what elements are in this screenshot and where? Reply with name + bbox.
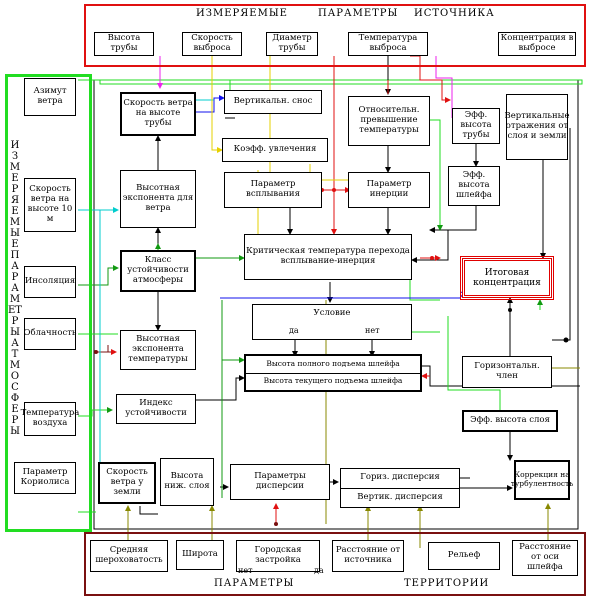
atmosphere-vertical-caption: ИЗМЕРЯЕМЫЕ ПАРАМЕТРЫ АТМОСФЕРЫ xyxy=(8,140,24,437)
urban-yes-label: да xyxy=(314,566,324,575)
territory-caption-params: ПАРАМЕТРЫ xyxy=(214,578,295,589)
relative-excess-temp-box: Относительн. превышение температуры xyxy=(348,96,430,146)
condition-no-label: нет xyxy=(365,326,380,335)
roughness-box: Средняя шероховатость xyxy=(90,540,168,572)
stability-class-box: Класс устойчивости атмосферы xyxy=(120,250,196,292)
wind-at-stack-box: Скорость ветра на высоте трубы xyxy=(120,92,196,136)
air-temp-box: Температура воздуха xyxy=(21,402,79,436)
horizontal-terms-box: Горизонтальн. член xyxy=(462,356,552,388)
source-caption-params: ПАРАМЕТРЫ xyxy=(318,8,399,19)
dispersion-box: Гориз. дисперсия Вертик. дисперсия xyxy=(340,468,460,508)
critical-temp-box: Критическая температура перехода всплыва… xyxy=(244,234,412,280)
distance-from-source-box: Расстояние от источника xyxy=(332,540,404,572)
wind-at-ground-box: Скорость ветра у земли xyxy=(98,462,156,504)
emission-conc-box: Концентрация в выбросе xyxy=(498,32,576,56)
latitude-box: Широта xyxy=(176,540,224,570)
buoyancy-param-box: Параметр всплывания xyxy=(224,172,322,208)
condition-yes-label: да xyxy=(289,326,299,335)
territory-params-frame xyxy=(84,532,586,596)
distance-from-axis-box: Расстояние от оси шлейфа xyxy=(512,540,578,576)
eff-plume-height-box: Эфф. высота шлейфа xyxy=(448,166,500,206)
wind-speed-10m-box: Скорость ветра на высоте 10 м xyxy=(24,178,76,232)
eff-layer-height-box: Эфф. высота слоя xyxy=(462,410,558,432)
atmosphere-params-frame xyxy=(5,74,92,532)
final-concentration-box: Итоговая концентрация xyxy=(460,256,554,300)
wind-azimuth-box: Азимут ветра xyxy=(24,78,76,116)
inertia-param-box: Параметр инерции xyxy=(348,172,430,208)
condition-label: Условие xyxy=(313,308,351,318)
urban-no-label: нет xyxy=(238,566,253,575)
source-caption-measured: ИЗМЕРЯЕМЫЕ xyxy=(196,8,288,19)
full-rise-label: Высота полного подъема шлейфа xyxy=(246,356,420,374)
turbulence-correction-box: Коррекция на турбулентность xyxy=(511,460,573,500)
emission-speed-box: Скорость выброса xyxy=(182,32,242,56)
stack-diameter-box: Диаметр трубы xyxy=(266,32,318,56)
emission-temp-box: Температура выброса xyxy=(348,32,428,56)
entrainment-coef-box: Коэфф. увлечения xyxy=(222,138,328,162)
insolation-box: Инсоляция xyxy=(24,266,76,298)
stack-height-box: Высота трубы xyxy=(94,32,154,56)
relief-box: Рельеф xyxy=(428,542,500,570)
vert-dispersion-label: Вертик. дисперсия xyxy=(357,491,443,502)
cloudiness-box: Облачность xyxy=(23,318,77,350)
coriolis-box: Параметр Кориолиса xyxy=(14,462,76,494)
territory-caption-territory: ТЕРРИТОРИИ xyxy=(404,578,490,589)
current-rise-label: Высота текущего подъема шлейфа xyxy=(263,376,403,386)
source-caption-source: ИСТОЧНИКА xyxy=(414,8,495,19)
urban-development-box: Городская застройка xyxy=(236,540,320,572)
temp-exponent-box: Высотная экспонента температуры xyxy=(120,330,196,370)
condition-box: Условие xyxy=(252,304,412,340)
layer-height-box: Высота ниж. слоя xyxy=(160,458,214,506)
dispersion-params-box: Параметры дисперсии xyxy=(230,464,330,500)
horiz-dispersion-label: Гориз. дисперсия xyxy=(341,469,459,489)
vertical-reflection-box: Вертикальные отражения от слоя и земли xyxy=(505,94,569,160)
source-params-frame xyxy=(84,4,586,67)
stability-index-box: Индекс устойчивости xyxy=(116,394,196,424)
eff-stack-height-box: Эфф. высота трубы xyxy=(452,108,500,144)
wind-exponent-box: Высотная экспонента для ветра xyxy=(120,170,196,228)
vertical-drift-box: Вертикальн. снос xyxy=(224,90,322,114)
plume-rise-box: Высота полного подъема шлейфа Высота тек… xyxy=(244,354,422,392)
